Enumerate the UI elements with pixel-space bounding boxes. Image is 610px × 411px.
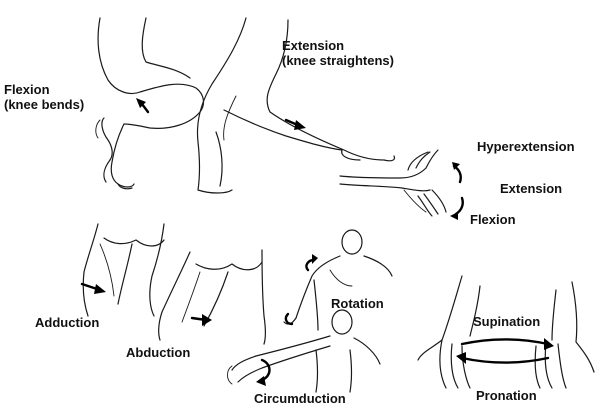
extension-knee-label: Extension (knee straightens) xyxy=(282,38,394,68)
flexion-wrist-label: Flexion xyxy=(470,212,516,227)
abduction-hips-drawing xyxy=(158,249,267,345)
wrist-hand-drawing xyxy=(339,149,464,220)
hyperextension-label: Hyperextension xyxy=(477,139,575,154)
knee-extension-leg-drawing xyxy=(196,17,396,194)
abduction-label: Abduction xyxy=(126,345,191,360)
adduction-label: Adduction xyxy=(35,315,100,330)
rotation-figure-drawing xyxy=(283,229,393,331)
rotation-label: Rotation xyxy=(331,296,384,311)
knee-flexion-leg-drawing xyxy=(95,17,205,190)
extension-knee-title: Extension xyxy=(282,38,345,53)
extension-wrist-label: Extension xyxy=(500,181,563,196)
flexion-knee-subtitle: (knee bends) xyxy=(4,97,85,112)
circumduction-figure-drawing xyxy=(227,309,381,393)
adduction-hips-drawing xyxy=(80,223,165,317)
flexion-knee-title: Flexion xyxy=(4,82,50,97)
supination-pronation-hands-drawing xyxy=(417,275,595,389)
pronation-label: Pronation xyxy=(476,388,537,403)
extension-knee-subtitle: (knee straightens) xyxy=(282,53,394,68)
flexion-knee-label: Flexion (knee bends) xyxy=(4,82,84,112)
supination-label: Supination xyxy=(473,314,541,329)
circumduction-label: Circumduction xyxy=(254,391,346,406)
